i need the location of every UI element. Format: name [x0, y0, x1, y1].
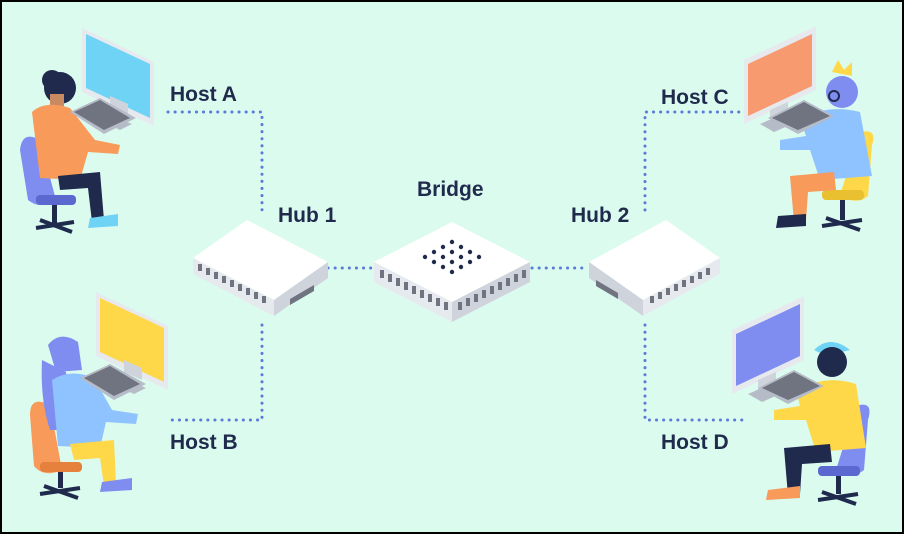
keyboard-icon [758, 370, 824, 404]
host-d-label: Host D [661, 431, 729, 454]
person-icon [32, 70, 120, 228]
connection-lines [166, 110, 747, 422]
hub2-device [589, 220, 720, 316]
bridge-led-grid [422, 239, 482, 275]
keyboard-icon [80, 364, 146, 400]
keyboard-icon [768, 100, 834, 134]
host-b-workstation [30, 292, 168, 500]
host-d-workstation [732, 296, 870, 506]
keyboard-icon [70, 98, 136, 134]
person-icon [766, 342, 866, 500]
hub2-label: Hub 2 [571, 204, 629, 227]
bridge-label: Bridge [417, 178, 484, 201]
person-icon [41, 336, 138, 492]
link-host-b-hub1 [166, 323, 264, 422]
host-a-workstation [20, 28, 154, 234]
host-a-label: Host A [170, 83, 237, 106]
host-c-workstation [744, 26, 874, 232]
bridge-device [374, 222, 530, 322]
chair-icon [30, 401, 82, 500]
chair-icon [20, 136, 76, 234]
host-c-label: Host C [661, 86, 729, 109]
hub1-device [193, 220, 328, 316]
host-b-label: Host B [170, 431, 238, 454]
bridge-icon [374, 222, 530, 322]
hub-icon [193, 220, 328, 316]
hub-icon [589, 220, 720, 316]
link-hub2-host-c [643, 110, 747, 212]
hub1-label: Hub 1 [278, 204, 337, 227]
